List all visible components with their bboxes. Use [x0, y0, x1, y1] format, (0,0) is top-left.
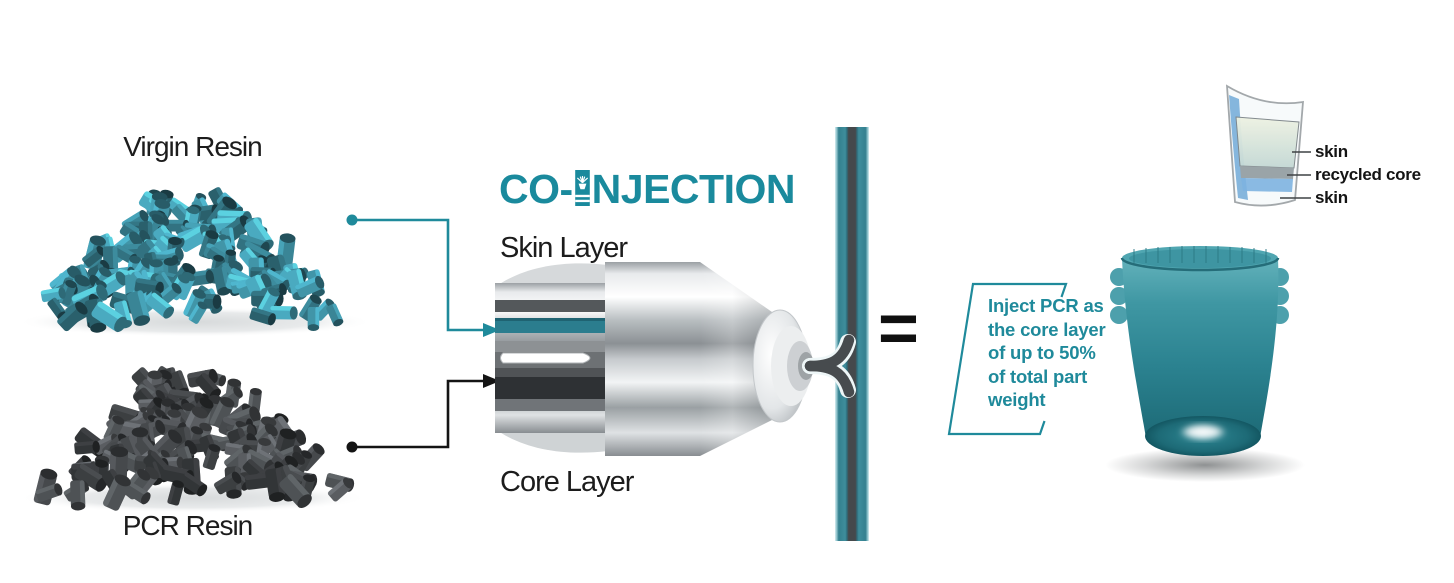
virgin-resin-label: Virgin Resin [123, 131, 262, 162]
molded-cup [1105, 246, 1305, 482]
page-title: CO- NJECTION [499, 166, 795, 213]
pcr-resin-pile [33, 365, 355, 511]
mold-channel [802, 127, 869, 541]
pcr-resin-label: PCR Resin [122, 510, 253, 541]
callout-text: Inject PCR as the core layer of up to 50… [988, 294, 1106, 412]
callout-line: weight [988, 389, 1046, 410]
cross-section-pointer-lines [1280, 151, 1311, 199]
equals-sign: = [878, 289, 919, 367]
callout-line: Inject PCR as [988, 295, 1104, 316]
cross-section-label-skin-bottom: skin [1315, 188, 1348, 207]
flow-arrow-teal [346, 214, 500, 337]
virgin-resin-pile [40, 186, 344, 333]
injection-nozzle [495, 262, 838, 456]
callout-line: the core layer [988, 318, 1106, 340]
skin-layer-label: Skin Layer [500, 232, 628, 264]
title-prefix: CO- [499, 166, 573, 212]
callout-line: of total part [988, 365, 1088, 387]
title-suffix: NJECTION [591, 166, 796, 212]
cross-section-label-skin-top: skin [1315, 142, 1348, 161]
injection-letter-i-icon [574, 169, 590, 206]
callout-line: of up to 50% [988, 342, 1096, 363]
core-layer-label: Core Layer [500, 466, 634, 498]
callout-box [947, 282, 1068, 436]
flow-arrow-black [346, 374, 500, 453]
cross-section-label-recycled-core: recycled core [1315, 165, 1421, 184]
cup-cross-section [1225, 84, 1311, 207]
